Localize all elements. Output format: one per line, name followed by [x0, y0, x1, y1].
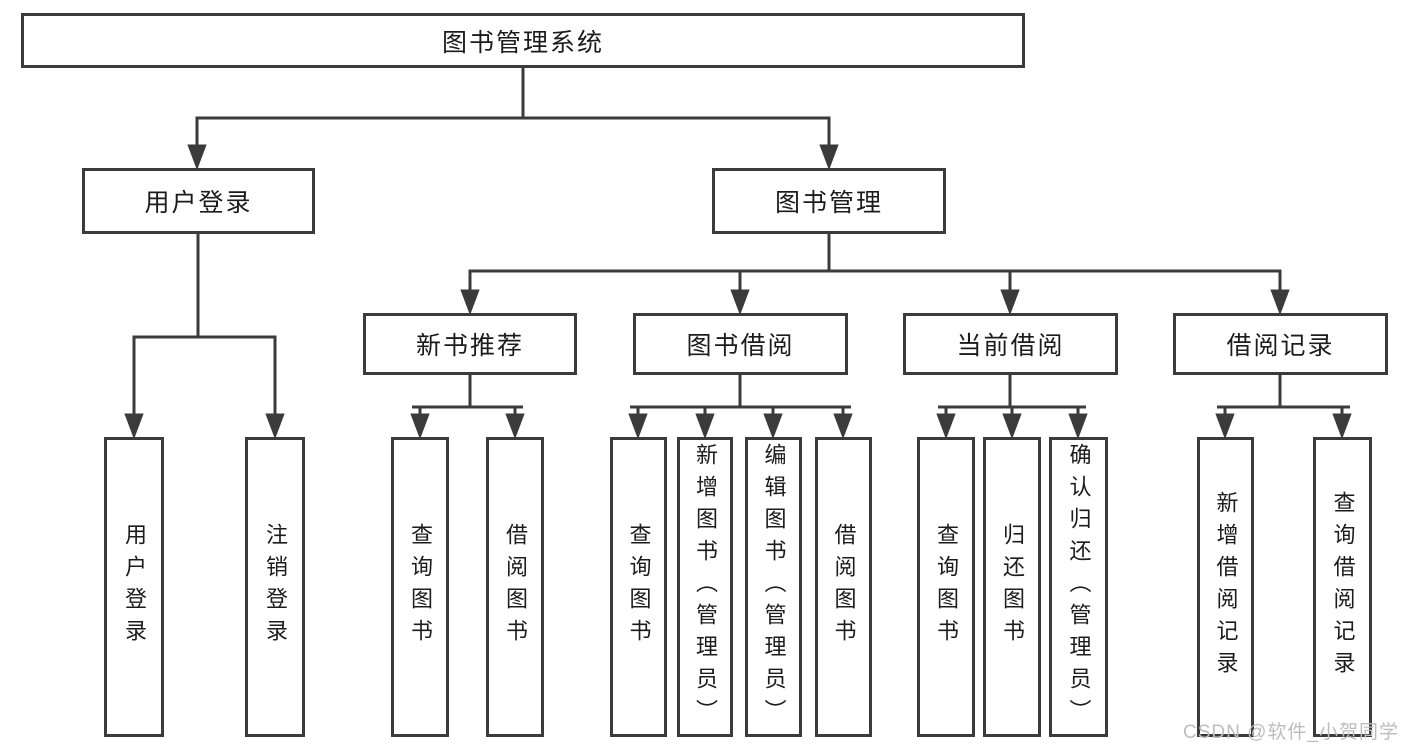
root-node-library-system: 图书管理系统: [21, 13, 1025, 68]
node-book-management: 图书管理: [712, 168, 946, 234]
node-borrow-record-label: 借阅记录: [1226, 332, 1335, 360]
leaf-user-login-label: 用户登录: [122, 523, 147, 651]
leaf-borrow-book: 借阅图书: [815, 437, 872, 737]
leaf-add-borrow-record: 新增借阅记录: [1197, 437, 1254, 737]
node-book-borrow: 图书借阅: [633, 313, 848, 375]
leaf-newbook-borrow-book: 借阅图书: [486, 437, 544, 737]
node-current-borrow: 当前借阅: [903, 313, 1118, 375]
node-book-management-label: 图书管理: [774, 189, 883, 217]
node-new-book-recommend: 新书推荐: [363, 313, 577, 375]
node-current-borrow-label: 当前借阅: [956, 332, 1065, 360]
leaf-return-book-label: 归还图书: [1000, 523, 1025, 651]
leaf-query-borrow-record-label: 查询借阅记录: [1330, 491, 1356, 683]
node-user-login-label: 用户登录: [144, 189, 253, 217]
leaf-newbook-query-book-label: 查询图书: [408, 523, 433, 651]
leaf-confirm-return-admin-label: 确认归还（管理员）: [1066, 443, 1092, 731]
leaf-query-borrow-record: 查询借阅记录: [1313, 437, 1372, 737]
leaf-edit-book-admin: 编辑图书（管理员）: [745, 437, 802, 737]
root-node-label: 图书管理系统: [441, 28, 604, 57]
leaf-borrow-query-book-label: 查询图书: [626, 523, 652, 651]
leaf-borrow-query-book: 查询图书: [610, 437, 667, 737]
leaf-add-book-admin-label: 新增图书（管理员）: [693, 443, 718, 731]
leaf-edit-book-admin-label: 编辑图书（管理员）: [761, 443, 787, 731]
leaf-current-query-book: 查询图书: [917, 437, 975, 737]
leaf-confirm-return-admin: 确认归还（管理员）: [1049, 437, 1108, 737]
node-new-book-recommend-label: 新书推荐: [415, 332, 524, 360]
leaf-newbook-query-book: 查询图书: [391, 437, 449, 737]
leaf-current-query-book-label: 查询图书: [934, 523, 959, 651]
node-borrow-record: 借阅记录: [1173, 313, 1388, 375]
leaf-newbook-borrow-book-label: 借阅图书: [503, 523, 528, 651]
leaf-user-login: 用户登录: [104, 437, 164, 737]
node-book-borrow-label: 图书借阅: [686, 332, 795, 360]
csdn-watermark: CSDN @软件_小贺同学: [1183, 722, 1399, 743]
leaf-add-borrow-record-label: 新增借阅记录: [1213, 491, 1239, 683]
node-user-login: 用户登录: [82, 168, 315, 234]
leaf-return-book: 归还图书: [983, 437, 1041, 737]
leaf-logout: 注销登录: [245, 437, 305, 737]
leaf-add-book-admin: 新增图书（管理员）: [677, 437, 733, 737]
leaf-logout-label: 注销登录: [263, 523, 288, 651]
leaf-borrow-book-label: 借阅图书: [831, 523, 857, 651]
